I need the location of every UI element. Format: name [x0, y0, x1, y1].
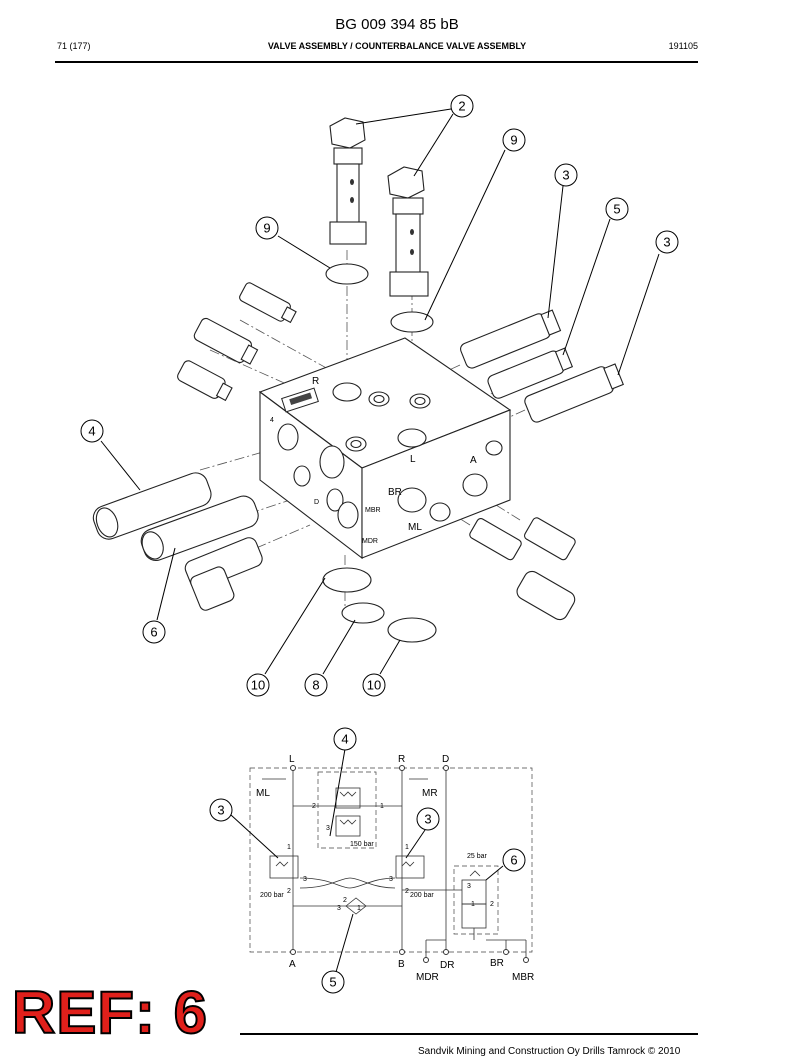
svg-text:1: 1: [287, 844, 291, 851]
ref-stamp: REF: 6: [11, 979, 209, 1046]
callout-10-right: 10: [362, 673, 386, 697]
schematic-callout-5: 5: [321, 970, 345, 994]
svg-text:3: 3: [562, 168, 569, 183]
svg-text:4: 4: [341, 732, 348, 747]
sch-pressure-25: 25 bar: [467, 853, 488, 860]
svg-text:5: 5: [613, 202, 620, 217]
sch-port-mr: MR: [422, 788, 438, 799]
svg-text:3: 3: [663, 235, 670, 250]
schematic-callout-3-left: 3: [209, 798, 233, 822]
o-ring-10-right: [387, 617, 437, 643]
document-number: BG 009 394 85 bB: [335, 16, 459, 33]
header-rule: [55, 61, 698, 63]
sch-port-a: A: [289, 959, 296, 970]
lower-right-fittings: [469, 517, 576, 621]
schematic-callout-6: 6: [502, 848, 526, 872]
sch-port-dr: DR: [440, 960, 454, 971]
svg-text:3: 3: [217, 803, 224, 818]
top-valve-right: [387, 166, 429, 297]
block-label-4: 4: [270, 417, 274, 424]
o-ring-10-left: [322, 567, 372, 593]
page-number: 71 (177): [57, 41, 91, 51]
block-label-a: A: [470, 455, 477, 466]
callout-3-upper: 3: [554, 163, 578, 187]
callout-4-upper: 4: [80, 419, 104, 443]
svg-text:3: 3: [337, 905, 341, 912]
svg-text:2: 2: [287, 888, 291, 895]
svg-text:3: 3: [303, 876, 307, 883]
sch-port-br: BR: [490, 958, 504, 969]
block-label-l: L: [410, 454, 416, 465]
leader-lines: [100, 108, 660, 675]
svg-text:1: 1: [471, 901, 475, 908]
sch-port-d: D: [442, 754, 449, 765]
sch-port-ml: ML: [256, 788, 270, 799]
svg-text:2: 2: [490, 901, 494, 908]
svg-text:10: 10: [251, 678, 265, 693]
callout-10-left: 10: [246, 673, 270, 697]
schematic-callout-3-right: 3: [416, 807, 440, 831]
block-label-r: R: [312, 376, 319, 387]
sch-pressure-200-right: 200 bar: [410, 892, 434, 899]
document-date: 191105: [668, 41, 698, 51]
sch-port-mbr: MBR: [512, 972, 534, 983]
sch-port-b: B: [398, 959, 405, 970]
callout-2: 2: [450, 94, 474, 118]
svg-text:8: 8: [312, 678, 319, 693]
svg-text:6: 6: [510, 853, 517, 868]
sch-port-r: R: [398, 754, 405, 765]
svg-text:3: 3: [389, 876, 393, 883]
page-title: VALVE ASSEMBLY / COUNTERBALANCE VALVE AS…: [267, 41, 527, 51]
right-cartridges: [460, 309, 624, 423]
callout-5-upper: 5: [605, 197, 629, 221]
callout-9-left: 9: [255, 216, 279, 240]
svg-text:4: 4: [88, 424, 95, 439]
hydraulic-schematic: L R D A B DR BR MDR MBR ML MR 150 bar 20…: [230, 748, 534, 983]
footer-rule: [240, 1033, 698, 1035]
svg-text:2: 2: [405, 888, 409, 895]
lower-left-valves: [92, 472, 263, 611]
footer-copyright: Sandvik Mining and Construction Oy Drill…: [418, 1046, 681, 1057]
o-ring-8: [341, 602, 385, 624]
svg-text:3: 3: [326, 825, 330, 832]
sch-pressure-150: 150 bar: [350, 841, 374, 848]
o-ring-9-left: [325, 263, 369, 285]
block-label-mbr: MBR: [365, 507, 381, 514]
svg-text:3: 3: [467, 883, 471, 890]
svg-text:9: 9: [510, 133, 517, 148]
svg-text:1: 1: [405, 844, 409, 851]
svg-text:6: 6: [150, 625, 157, 640]
callout-9-top: 9: [502, 128, 526, 152]
schematic-callout-4: 4: [333, 727, 357, 751]
svg-text:9: 9: [263, 221, 270, 236]
svg-text:1: 1: [380, 803, 384, 810]
block-label-d: D: [314, 499, 319, 506]
block-label-ml: ML: [408, 522, 422, 533]
svg-text:10: 10: [367, 678, 381, 693]
left-fittings: [177, 282, 297, 402]
valve-block: R L A BR ML MBR MDR D 4: [258, 337, 512, 560]
callout-3-right: 3: [655, 230, 679, 254]
svg-text:5: 5: [329, 975, 336, 990]
o-ring-9-right: [390, 311, 434, 333]
callout-6-upper: 6: [142, 620, 166, 644]
sch-port-l: L: [289, 754, 295, 765]
svg-text:2: 2: [312, 803, 316, 810]
svg-text:1: 1: [357, 905, 361, 912]
sch-port-mdr: MDR: [416, 972, 439, 983]
top-valve-left: [329, 117, 367, 245]
svg-text:2: 2: [458, 99, 465, 114]
block-label-mdr: MDR: [362, 538, 378, 545]
block-label-br: BR: [388, 487, 402, 498]
svg-text:2: 2: [343, 897, 347, 904]
svg-text:3: 3: [424, 812, 431, 827]
callout-8: 8: [304, 673, 328, 697]
sch-pressure-200-left: 200 bar: [260, 892, 284, 899]
